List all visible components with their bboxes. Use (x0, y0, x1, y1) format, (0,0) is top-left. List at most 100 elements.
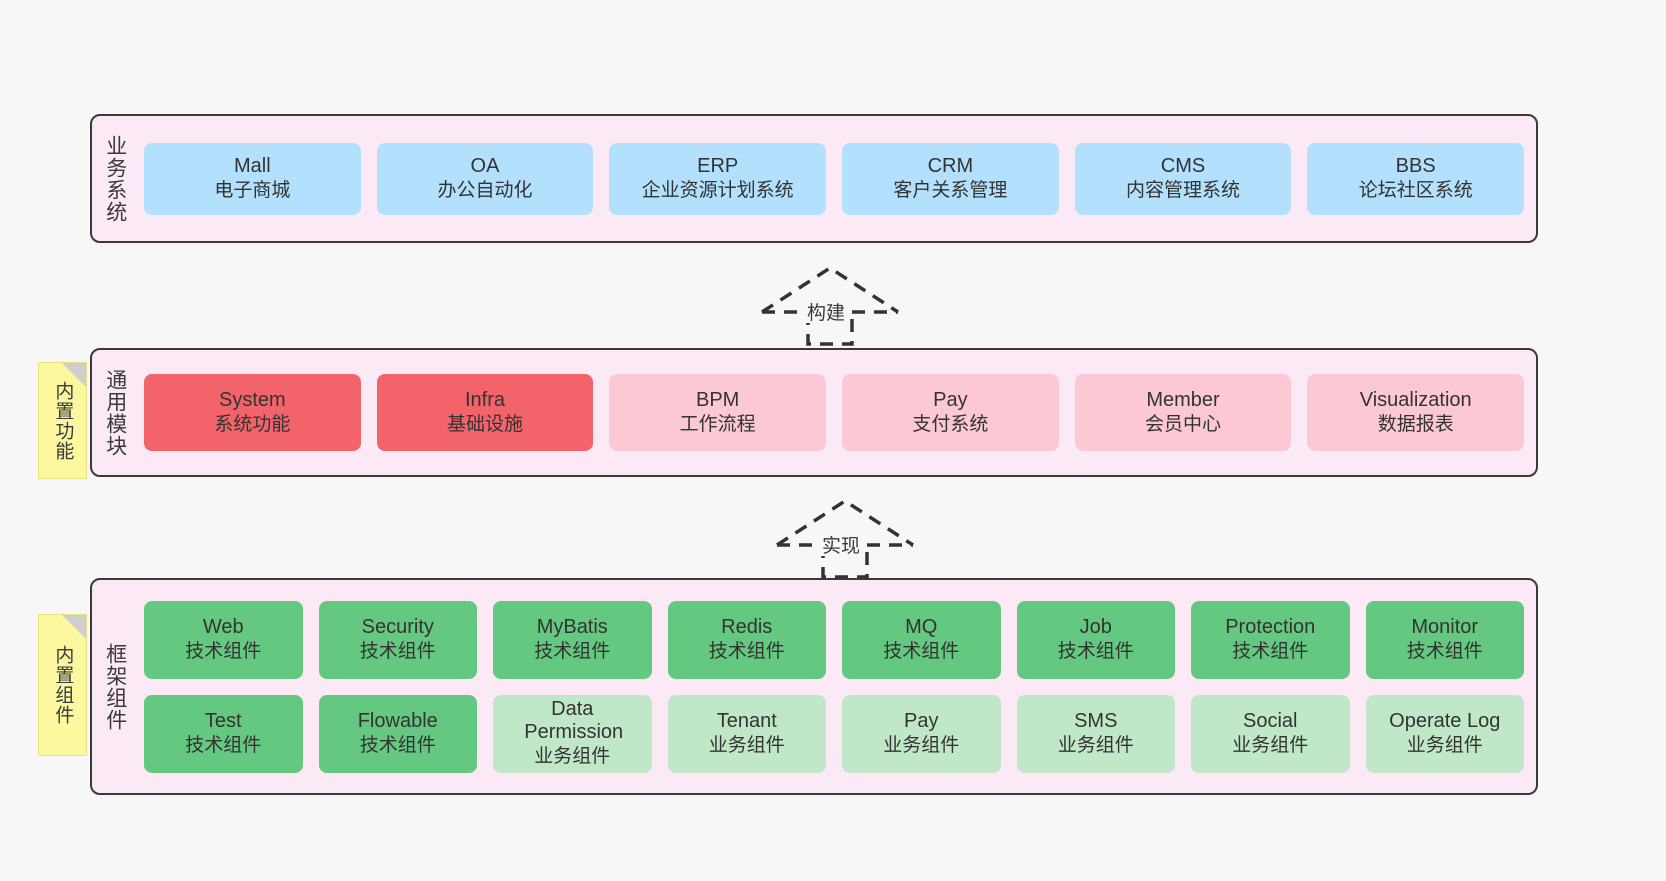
card-title-cn: 技术组件 (359, 641, 436, 663)
card-title-en: Flowable (357, 709, 438, 732)
card-title-en: CMS (1160, 154, 1206, 177)
card-title-cn: 企业资源计划系统 (641, 180, 794, 202)
card-title-en: Redis (721, 615, 773, 638)
card-title-cn: 技术组件 (359, 735, 436, 757)
card-cms[interactable]: CMS 内容管理系统 (1074, 142, 1292, 215)
card-title-cn: 工作流程 (679, 414, 756, 436)
card-operate-log[interactable]: Operate Log 业务组件 (1365, 694, 1524, 773)
layer-framework-components: 框架组件 Web 技术组件 Security 技术组件 MyBatis 技术组件… (90, 578, 1538, 795)
layer-framework-components-label: 框架组件 (103, 642, 127, 731)
card-title-cn: 技术组件 (1057, 641, 1134, 663)
card-title-en: ERP (697, 154, 739, 177)
layer-business-systems-body: Mall 电子商城 OA 办公自动化 ERP 企业资源计划系统 CRM 客户关系… (138, 116, 1536, 241)
note-fold-corner-icon (62, 363, 86, 387)
card-bpm[interactable]: BPM 工作流程 (609, 374, 827, 451)
layer-business-systems-label: 业务系统 (103, 134, 127, 223)
card-member[interactable]: Member 会员中心 (1074, 374, 1292, 451)
card-title-cn: 业务组件 (1406, 735, 1483, 757)
card-title-cn: 业务组件 (708, 735, 785, 757)
card-title-cn: 办公自动化 (437, 180, 533, 202)
connector-build-glyph (761, 265, 899, 346)
card-erp[interactable]: ERP 企业资源计划系统 (609, 142, 827, 215)
card-infra[interactable]: Infra 基础设施 (376, 374, 594, 451)
card-social[interactable]: Social 业务组件 (1191, 694, 1350, 773)
card-title-en: Protection (1225, 615, 1316, 638)
card-row: Test 技术组件 Flowable 技术组件 Data Permission … (144, 694, 1524, 773)
card-title-en: Job (1079, 615, 1112, 638)
card-title-en: MQ (905, 615, 938, 638)
card-title-en: Pay (904, 709, 939, 732)
card-row: Web 技术组件 Security 技术组件 MyBatis 技术组件 Redi… (144, 600, 1524, 679)
card-title-en: Pay (933, 388, 968, 411)
card-title-cn: 业务组件 (883, 735, 960, 757)
card-title-cn: 技术组件 (708, 641, 785, 663)
note-label: 内置功能 (52, 380, 74, 461)
card-pay[interactable]: Pay 支付系统 (842, 374, 1059, 451)
connector-build: 构建 (760, 264, 900, 346)
card-redis[interactable]: Redis 技术组件 (667, 600, 826, 679)
card-title-en: Mall (234, 154, 271, 177)
card-mybatis[interactable]: MyBatis 技术组件 (493, 600, 652, 679)
card-mall[interactable]: Mall 电子商城 (144, 142, 361, 215)
card-title-en: OA (470, 154, 500, 177)
card-crm[interactable]: CRM 客户关系管理 (842, 142, 1059, 215)
card-row: System 系统功能 Infra 基础设施 BPM 工作流程 Pay 支付系统… (144, 374, 1525, 451)
card-title-cn: 电子商城 (214, 180, 291, 202)
card-title-en: Social (1243, 709, 1298, 732)
layer-common-modules: 通用模块 System 系统功能 Infra 基础设施 BPM 工作流程 Pay (90, 348, 1538, 477)
card-title-en: Test (204, 709, 242, 732)
card-monitor[interactable]: Monitor 技术组件 (1365, 600, 1524, 679)
card-test[interactable]: Test 技术组件 (144, 694, 303, 773)
card-title-cn: 技术组件 (1406, 641, 1483, 663)
note-fold-corner-icon (62, 615, 86, 639)
card-title-en: Operate Log (1389, 709, 1501, 732)
card-tenant[interactable]: Tenant 业务组件 (667, 694, 826, 773)
card-sms[interactable]: SMS 业务组件 (1016, 694, 1175, 773)
card-title-cn: 会员中心 (1145, 414, 1222, 436)
card-pay-business[interactable]: Pay 业务组件 (842, 694, 1001, 773)
card-job[interactable]: Job 技术组件 (1016, 600, 1175, 679)
card-protection[interactable]: Protection 技术组件 (1191, 600, 1350, 679)
layer-common-modules-body: System 系统功能 Infra 基础设施 BPM 工作流程 Pay 支付系统… (138, 350, 1536, 475)
card-title-en: SMS (1074, 709, 1118, 732)
card-system[interactable]: System 系统功能 (144, 374, 361, 451)
card-flowable[interactable]: Flowable 技术组件 (318, 694, 477, 773)
card-title-en: Member (1146, 388, 1220, 411)
note-label: 内置组件 (52, 645, 74, 725)
card-title-en: Data Permission (524, 697, 624, 744)
card-title-en: BPM (696, 388, 740, 411)
card-title-cn: 技术组件 (185, 735, 262, 757)
card-mq[interactable]: MQ 技术组件 (842, 600, 1001, 679)
card-title-cn: 论坛社区系统 (1358, 180, 1473, 202)
card-data-permission[interactable]: Data Permission 业务组件 (493, 694, 652, 773)
card-title-cn: 业务组件 (1232, 735, 1309, 757)
card-title-en: Infra (464, 388, 506, 411)
card-title-cn: 内容管理系统 (1126, 180, 1241, 202)
layer-framework-components-body: Web 技术组件 Security 技术组件 MyBatis 技术组件 Redi… (138, 580, 1536, 793)
card-title-cn: 系统功能 (214, 414, 291, 436)
card-title-en: Security (361, 615, 434, 638)
card-title-cn: 数据报表 (1377, 414, 1454, 436)
connector-build-label: 构建 (805, 303, 848, 324)
card-title-en: BBS (1395, 154, 1436, 177)
note-builtin-function: 内置功能 (38, 362, 87, 479)
note-builtin-component: 内置组件 (38, 614, 87, 756)
card-web[interactable]: Web 技术组件 (144, 600, 303, 679)
card-title-cn: 支付系统 (912, 414, 989, 436)
card-security[interactable]: Security 技术组件 (318, 600, 477, 679)
card-title-en: CRM (927, 154, 974, 177)
card-title-en: Web (202, 615, 244, 638)
card-title-cn: 业务组件 (534, 745, 611, 767)
card-row: Mall 电子商城 OA 办公自动化 ERP 企业资源计划系统 CRM 客户关系… (144, 142, 1525, 215)
connector-implement-glyph (776, 498, 914, 579)
card-oa[interactable]: OA 办公自动化 (376, 142, 594, 215)
card-visualization[interactable]: Visualization 数据报表 (1307, 374, 1525, 451)
card-title-en: Tenant (716, 709, 777, 732)
connector-implement: 实现 (775, 497, 915, 579)
card-bbs[interactable]: BBS 论坛社区系统 (1307, 142, 1525, 215)
card-title-cn: 客户关系管理 (893, 180, 1008, 202)
card-title-en: System (218, 388, 286, 411)
card-title-en: Monitor (1411, 615, 1479, 638)
card-title-cn: 技术组件 (185, 641, 262, 663)
